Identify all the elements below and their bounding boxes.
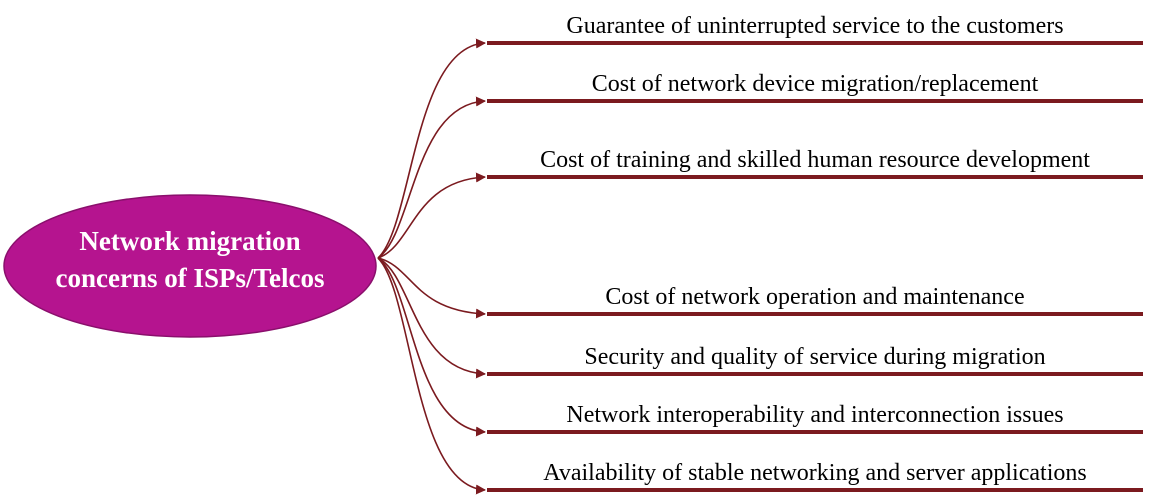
central-concept-label-line2: concerns of ISPs/Telcos: [56, 263, 325, 293]
central-concept-node: [3, 194, 377, 338]
branch-label: Security and quality of service during m…: [584, 344, 1045, 370]
branch-connector-arrow: [377, 257, 486, 319]
branch-connector-arrow: [377, 38, 486, 259]
branch-label: Network interoperability and interconnec…: [566, 402, 1063, 428]
branch-label: Cost of network operation and maintenanc…: [605, 284, 1024, 310]
connector-group: [377, 38, 486, 495]
branch-connector-arrow: [377, 172, 486, 259]
branch-bar-group: [487, 41, 1143, 492]
branch-label: Cost of network device migration/replace…: [592, 71, 1039, 97]
branch-label: Availability of stable networking and se…: [543, 460, 1086, 486]
branch-connector-arrow: [377, 257, 486, 495]
branch-label-group: Guarantee of uninterrupted service to th…: [540, 13, 1090, 486]
central-concept-label-line1: Network migration: [79, 226, 300, 256]
branch-label: Cost of training and skilled human resou…: [540, 147, 1090, 173]
branch-label: Guarantee of uninterrupted service to th…: [566, 13, 1063, 39]
branch-connector-arrow: [377, 96, 486, 259]
branch-connector-arrow: [377, 257, 486, 379]
branch-connector-arrow: [377, 257, 486, 437]
